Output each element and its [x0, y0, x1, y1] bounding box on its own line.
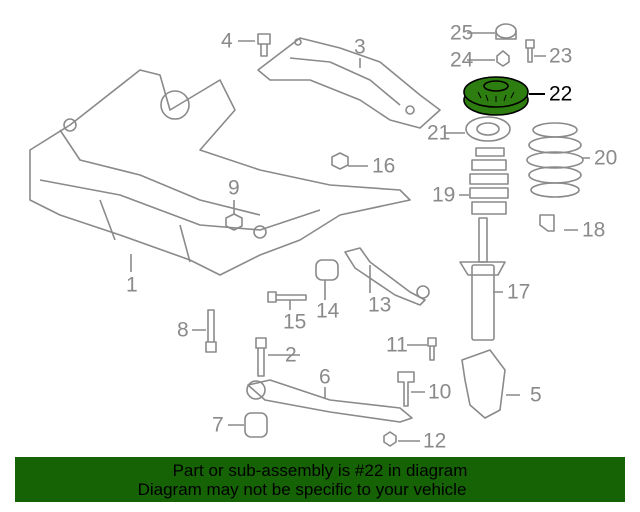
callout-15: 15	[283, 310, 307, 334]
callout-16: 16	[372, 154, 396, 178]
banner-line-1: Part or sub-assembly is #22 in diagram	[172, 461, 468, 480]
callout-11: 11	[386, 333, 408, 357]
small-parts	[205, 33, 506, 447]
callout-7: 7	[212, 413, 224, 437]
callout-17: 17	[507, 280, 531, 304]
callout-9: 9	[228, 176, 240, 200]
callout-22: 22	[549, 82, 573, 106]
callout-6: 6	[319, 365, 331, 389]
callout-24: 24	[450, 48, 474, 72]
crossmember-part-3	[257, 37, 441, 129]
callout-25: 25	[450, 21, 474, 45]
callout-8: 8	[177, 318, 189, 342]
subframe-part-1	[29, 69, 411, 276]
strut-assembly	[459, 23, 584, 341]
callout-13: 13	[368, 293, 392, 317]
callout-23: 23	[549, 44, 573, 68]
callout-2: 2	[285, 343, 297, 367]
highlighted-part-22	[463, 76, 529, 116]
callout-20: 20	[594, 146, 618, 170]
callout-14: 14	[316, 299, 340, 323]
callout-1: 1	[126, 273, 138, 297]
callout-4: 4	[221, 29, 233, 53]
callout-21: 21	[427, 121, 451, 145]
callout-18: 18	[582, 218, 606, 242]
callout-3: 3	[354, 35, 366, 59]
callout-12: 12	[423, 429, 447, 453]
callout-10: 10	[428, 380, 452, 404]
info-banner: Part or sub-assembly is #22 in diagram D…	[15, 457, 625, 502]
callout-5: 5	[530, 383, 542, 407]
leader-lines	[130, 32, 590, 442]
banner-line-2: Diagram may not be specific to your vehi…	[137, 480, 467, 499]
callout-19: 19	[432, 183, 456, 207]
